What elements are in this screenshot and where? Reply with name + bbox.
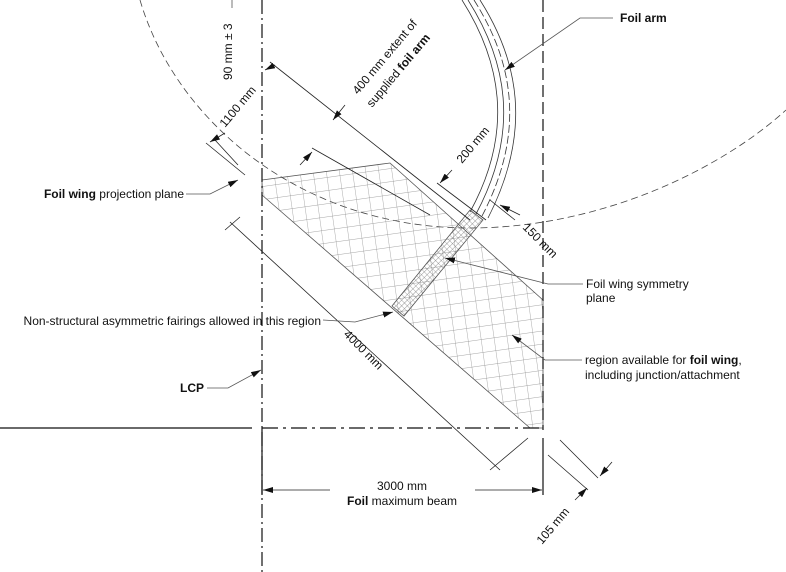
- region-bold: foil wing: [690, 353, 739, 367]
- foil-arm-shape: [461, 0, 517, 219]
- region-pre: region available for: [585, 353, 690, 367]
- beam-label: Foil maximum beam: [347, 494, 457, 508]
- dim-150-label: 150 mm: [520, 220, 561, 261]
- beam-rest: maximum beam: [368, 494, 457, 508]
- lcp-label: LCP: [180, 381, 204, 395]
- dim-1100-label: 1100 mm: [217, 83, 259, 130]
- projection-plane-label: Foil wing projection plane: [44, 187, 184, 201]
- dim-4000-label: 4000 mm: [341, 327, 386, 372]
- region-label-line2: including junction/attachment: [585, 368, 740, 382]
- dim-90-label: 90 mm ± 3: [221, 23, 235, 80]
- symmetry-plane-line2: plane: [586, 291, 616, 305]
- dim-200-label: 200 mm: [454, 124, 493, 166]
- beam-bold: Foil: [347, 494, 368, 508]
- dim-105-label: 105 mm: [534, 505, 573, 547]
- foil-wing-strip: [391, 209, 484, 317]
- projection-bold: Foil wing: [44, 187, 96, 201]
- region-label-line1: region available for foil wing,: [585, 353, 742, 367]
- foil-arm-label: Foil arm: [620, 11, 667, 25]
- foil-arc: [139, 0, 786, 229]
- region-post: ,: [738, 353, 741, 367]
- fairings-label: Non-structural asymmetric fairings allow…: [24, 314, 321, 328]
- projection-rest: projection plane: [96, 187, 184, 201]
- symmetry-bold: Foil wing: [586, 277, 633, 291]
- symmetry-plane-label: Foil wing symmetry: [586, 277, 689, 291]
- symmetry-rest: symmetry: [633, 277, 688, 291]
- beam-value: 3000 mm: [377, 479, 427, 493]
